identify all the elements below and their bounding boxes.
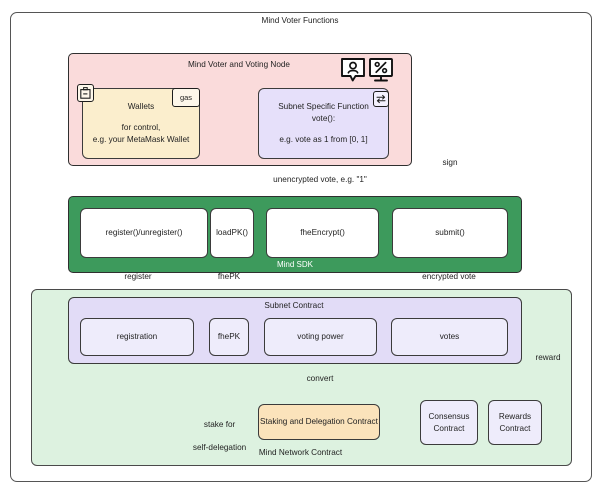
edge-label-stake-for-self-delegation: stake for self-delegation [178, 408, 252, 465]
subnet-voting-power-label: voting power [297, 332, 344, 342]
subnet-registration-label: registration [116, 332, 158, 342]
rewards-contract[interactable]: Rewards Contract [488, 400, 542, 445]
edge-label-convert: convert [306, 374, 334, 383]
tag-icon-glyph [80, 87, 91, 99]
stake-label-line-1: stake for [203, 420, 236, 430]
sdk-loadpk-label: loadPK() [216, 228, 248, 238]
subnet-votes[interactable]: votes [391, 318, 508, 356]
edge-label-sign: sign [442, 158, 458, 167]
staking-and-delegation-contract[interactable]: Staking and Delegation Contract [258, 404, 380, 440]
sdk-fheencrypt[interactable]: fheEncrypt() [266, 208, 379, 258]
consensus-contract-line-2: Contract [433, 423, 465, 433]
subnet-fhepk-label: fhePK [217, 332, 241, 342]
tag-icon [77, 84, 94, 102]
subnet-fhepk[interactable]: fhePK [209, 318, 249, 356]
wallets-title: Wallets [127, 102, 155, 112]
zone-title-network-contract: Mind Network Contract [258, 448, 343, 457]
person-speech-bubble-icon-glyph [341, 58, 365, 82]
subnet-function-line-1: Subnet Specific Function [278, 102, 369, 112]
zone-title-mind-sdk: Mind SDK [276, 260, 313, 269]
stake-label-line-2: self-delegation [192, 443, 247, 453]
zone-title-subnet-contract: Subnet Contract [264, 301, 324, 310]
staking-contract-label: Staking and Delegation Contract [260, 417, 378, 427]
sdk-register-unregister[interactable]: register()/unregister() [80, 208, 208, 258]
sdk-register-label: register()/unregister() [105, 228, 183, 238]
zone-title-voter-node: Mind Voter and Voting Node [188, 60, 290, 69]
consensus-contract-line-1: Consensus [428, 411, 470, 421]
subnet-function-line-3: e.g. vote as 1 from [0, 1] [279, 134, 368, 144]
outer-frame-title: Mind Voter Functions [261, 16, 339, 25]
rewards-contract-line-2: Contract [499, 423, 531, 433]
sdk-submit-label: submit() [435, 228, 465, 238]
rewards-contract-line-1: Rewards [498, 411, 532, 421]
gas-badge: gas [172, 88, 200, 107]
edge-label-unencrypted-vote: unencrypted vote, e.g. "1" [273, 175, 367, 184]
gas-badge-label: gas [179, 93, 193, 102]
wallets-detail-line-2: e.g. your MetaMask Wallet [92, 134, 190, 144]
wallets-detail-line-1: for control, [121, 123, 161, 133]
exchange-arrows-icon [373, 91, 389, 107]
edge-label-encrypted-vote: encrypted vote [422, 272, 476, 281]
node-wallets[interactable]: Wallets for control, e.g. your MetaMask … [82, 88, 200, 159]
consensus-contract[interactable]: Consensus Contract [420, 400, 478, 445]
edge-label-fhepk: fhePK [217, 272, 241, 281]
edge-label-register: register [124, 272, 152, 281]
edge-label-reward: reward [535, 353, 561, 362]
sdk-loadpk[interactable]: loadPK() [210, 208, 254, 258]
subnet-voting-power[interactable]: voting power [264, 318, 377, 356]
subnet-votes-label: votes [439, 332, 460, 342]
person-speech-bubble-icon [340, 57, 366, 90]
subnet-registration[interactable]: registration [80, 318, 194, 356]
percent-monitor-icon-glyph [369, 58, 393, 82]
sdk-fheencrypt-label: fheEncrypt() [300, 228, 345, 238]
sdk-submit[interactable]: submit() [392, 208, 508, 258]
node-subnet-specific-function[interactable]: Subnet Specific Function vote(): e.g. vo… [258, 88, 389, 159]
percent-monitor-icon [368, 57, 394, 90]
subnet-function-line-2: vote(): [311, 114, 336, 124]
exchange-arrows-icon-glyph [376, 94, 386, 104]
